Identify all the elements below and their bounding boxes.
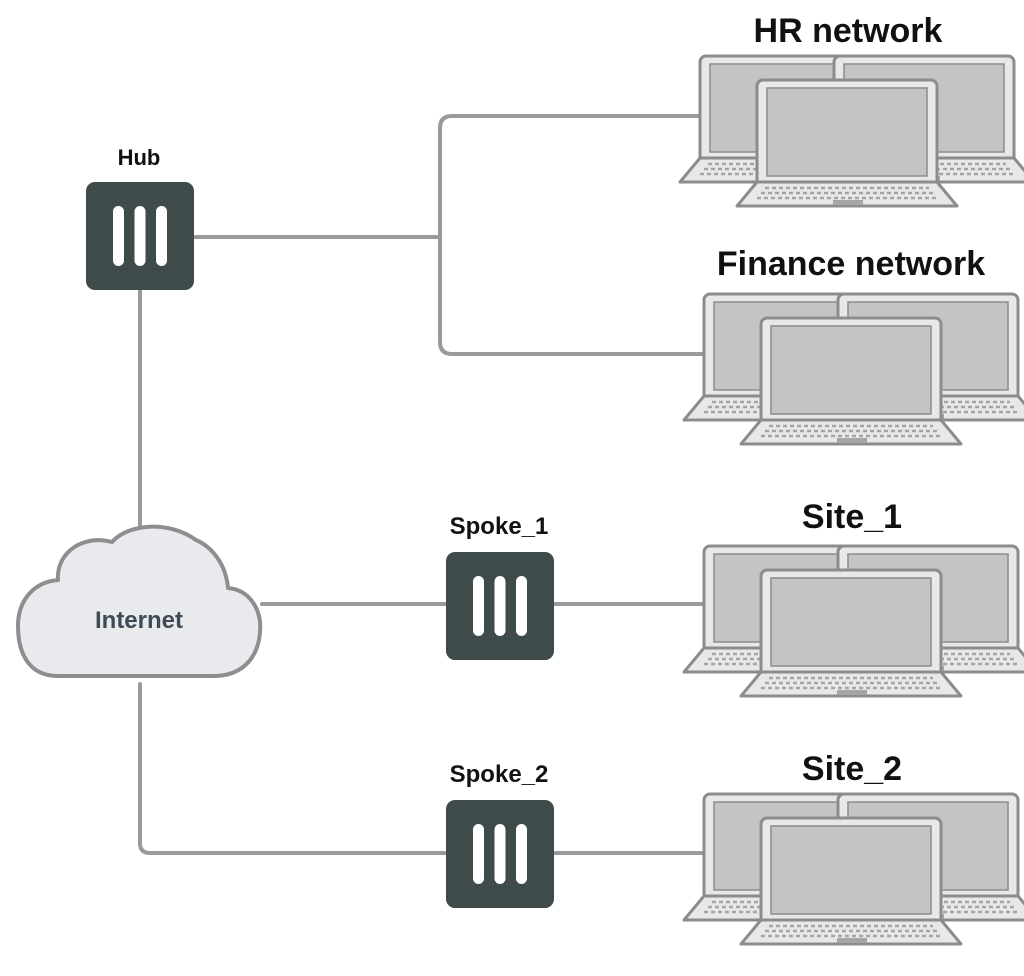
laptop-group-icon [684,294,1024,444]
spoke-1-label: Spoke_1 [450,513,549,540]
hub-to-finance-wire [438,235,704,356]
site-2-label: Site_2 [802,750,902,788]
laptop-group-icon [684,794,1024,944]
finance-network-label: Finance network [717,245,985,283]
fortigate-appliance-icon [446,800,554,908]
hr-network[interactable]: HR network [680,12,1024,206]
hr-network-label: HR network [754,12,943,50]
hub-device[interactable]: Hub [86,145,194,290]
finance-network[interactable]: Finance network [684,245,1024,444]
site-1-label: Site_1 [802,498,902,536]
laptop-group-icon [684,546,1024,696]
internet-cloud: Internet [16,524,263,678]
site-1-network[interactable]: Site_1 [684,498,1024,696]
fortigate-appliance-icon [446,552,554,660]
hub-to-hr-wire [438,114,704,239]
internet-to-spoke2-wire [138,682,449,855]
laptop-group-icon [680,56,1024,206]
hub-label: Hub [118,145,161,170]
spoke-2-device[interactable]: Spoke_2 [446,761,554,908]
spoke-2-label: Spoke_2 [450,761,549,788]
fortigate-appliance-icon [86,182,194,290]
cloud-icon [16,524,263,678]
internet-label: Internet [95,607,183,634]
spoke-1-device[interactable]: Spoke_1 [446,513,554,660]
connections [138,114,705,855]
site-2-network[interactable]: Site_2 [684,750,1024,944]
